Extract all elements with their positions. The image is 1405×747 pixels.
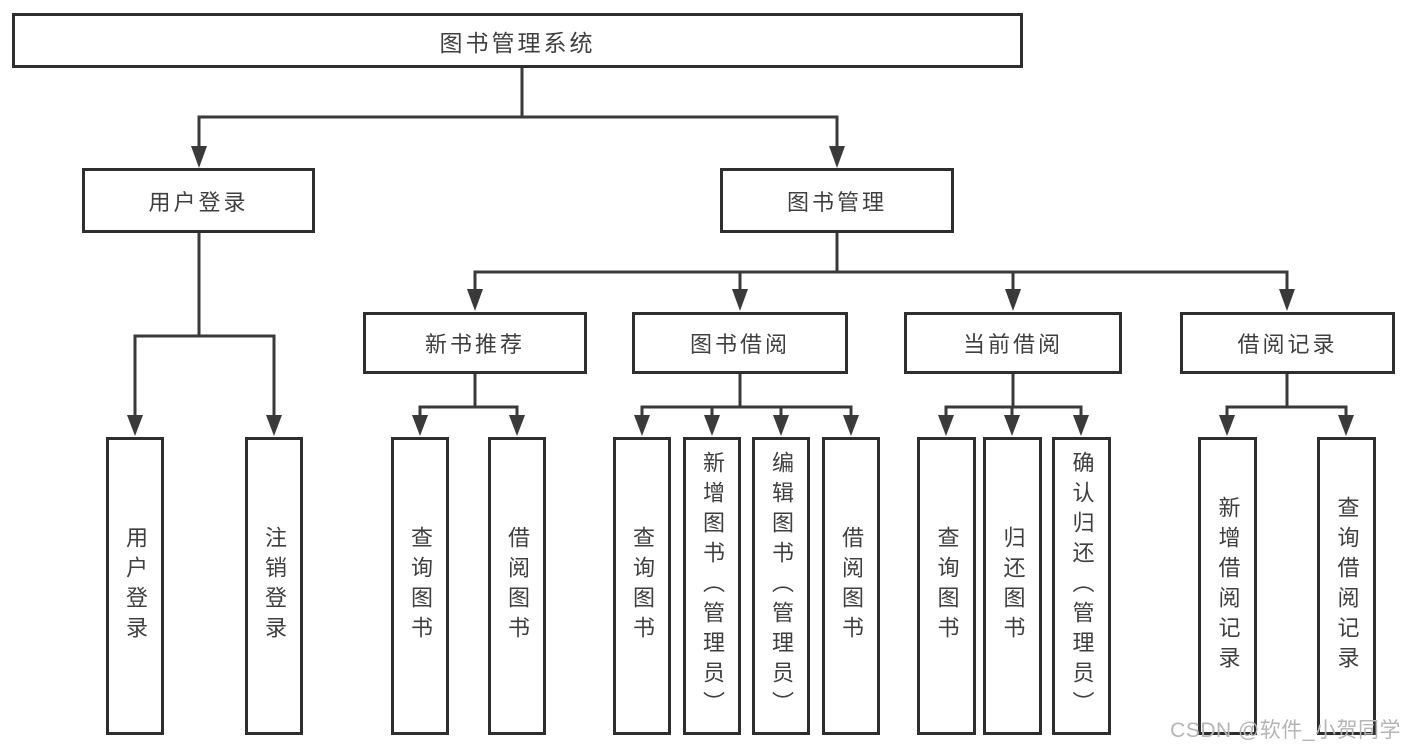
node-book-borrowing: 图书借阅 xyxy=(632,312,848,374)
node-label: 新增借阅记录 xyxy=(1215,496,1241,676)
node-label: 借阅图书 xyxy=(505,526,530,646)
node-label: 图书管理系统 xyxy=(439,29,596,56)
node-label: 新书推荐 xyxy=(424,332,525,357)
node-label: 归还图书 xyxy=(1000,526,1026,646)
node-label: 查询图书 xyxy=(408,526,433,646)
node-edit-book-admin: 编辑图书（管理员） xyxy=(752,437,810,735)
node-label: 注销登录 xyxy=(262,526,287,646)
node-confirm-return-admin: 确认归还（管理员） xyxy=(1052,437,1111,735)
node-label: 图书管理 xyxy=(786,189,887,215)
node-label: 用户登录 xyxy=(123,526,148,646)
node-library-management-system: 图书管理系统 xyxy=(12,13,1023,68)
connector-userlogin-to-children xyxy=(127,233,282,436)
node-user-login: 用户登录 xyxy=(82,168,315,233)
node-query-book-2: 查询图书 xyxy=(613,437,671,735)
connector-bookmgmt-to-children xyxy=(467,233,1295,311)
node-label: 新增图书（管理员） xyxy=(700,451,725,721)
node-label: 当前借阅 xyxy=(962,332,1063,357)
node-book-management: 图书管理 xyxy=(720,168,954,233)
node-borrow-book-1: 借阅图书 xyxy=(488,437,546,735)
csdn-watermark: CSDN @软件_小贺同学 xyxy=(1170,719,1401,742)
node-label: 确认归还（管理员） xyxy=(1069,451,1095,721)
node-label: 查询借阅记录 xyxy=(1334,496,1360,676)
node-query-book-1: 查询图书 xyxy=(391,437,449,735)
node-add-book-admin: 新增图书（管理员） xyxy=(683,437,741,735)
node-user-login-leaf: 用户登录 xyxy=(106,437,164,735)
node-current-borrowing: 当前借阅 xyxy=(904,312,1122,374)
connector-borrowrecord-to-children xyxy=(1219,374,1354,436)
node-label: 图书借阅 xyxy=(689,332,790,357)
node-label: 用户登录 xyxy=(148,189,249,215)
node-return-book: 归还图书 xyxy=(983,437,1042,735)
node-label: 查询图书 xyxy=(934,526,960,646)
connector-currentborrow-to-children xyxy=(938,374,1089,436)
node-query-borrow-record: 查询借阅记录 xyxy=(1317,437,1376,735)
node-query-book-3: 查询图书 xyxy=(917,437,976,735)
node-label: 编辑图书（管理员） xyxy=(769,451,794,721)
node-label: 借阅记录 xyxy=(1237,332,1338,357)
connector-bookborrow-to-children xyxy=(634,374,859,436)
connector-newbookrec-to-children xyxy=(412,374,525,436)
node-new-book-recommend: 新书推荐 xyxy=(363,312,587,374)
node-label: 查询图书 xyxy=(630,526,655,646)
node-logout: 注销登录 xyxy=(245,437,303,735)
node-add-borrow-record: 新增借阅记录 xyxy=(1198,437,1257,735)
node-label: 借阅图书 xyxy=(839,526,864,646)
node-borrow-book-2: 借阅图书 xyxy=(822,437,880,735)
connector-root-to-level2 xyxy=(191,68,845,168)
node-borrowing-records: 借阅记录 xyxy=(1180,312,1395,374)
